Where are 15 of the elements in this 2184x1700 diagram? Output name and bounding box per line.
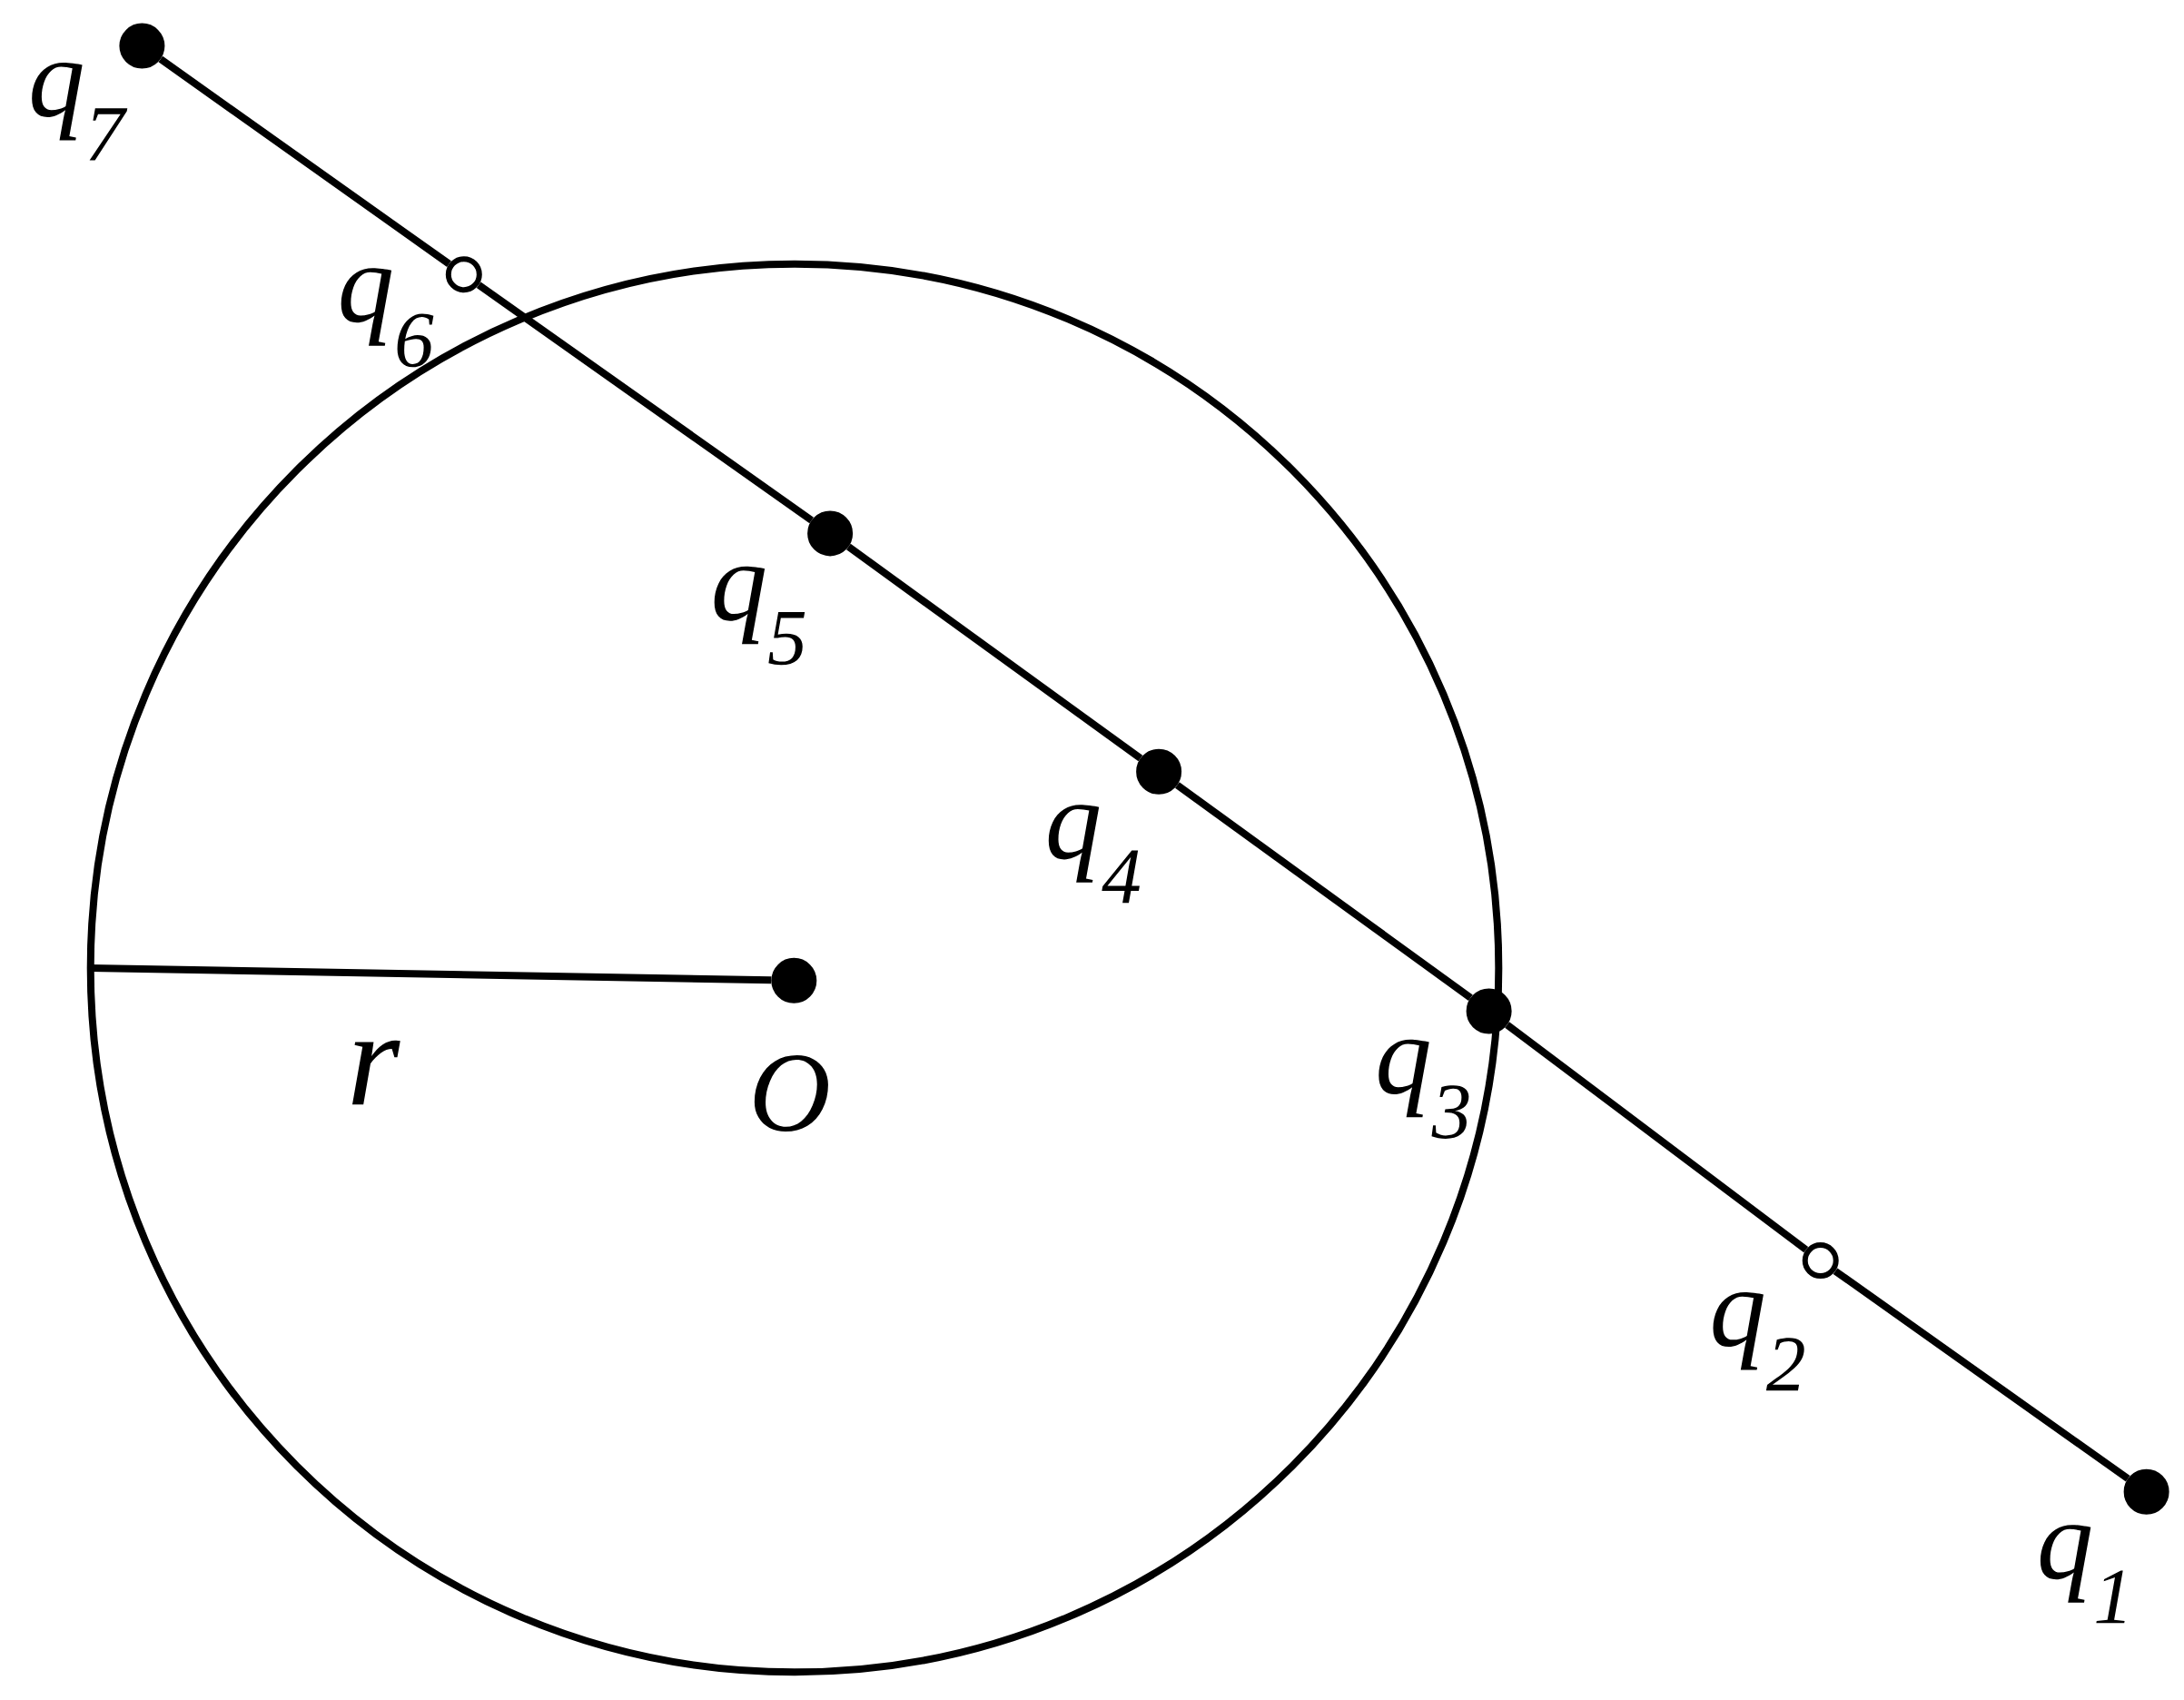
- point-label: q$_{6}$: [341, 268, 434, 368]
- point-label: O: [754, 1055, 828, 1132]
- connecting-line: [1505, 1022, 1809, 1253]
- point-label: q$_{3}$: [1379, 1039, 1469, 1139]
- point-label: q$_{2}$: [1713, 1292, 1804, 1391]
- point-label: q$_{7}$: [32, 62, 128, 161]
- point-label: q$_{4}$: [1048, 805, 1140, 904]
- point-label: q$_{1}$: [2040, 1525, 2125, 1624]
- point-label: q$_{5}$: [714, 566, 805, 666]
- connecting-line: [1175, 782, 1473, 1002]
- connecting-line: [1833, 1268, 2130, 1482]
- edge-label: r: [352, 1040, 400, 1105]
- connecting-line: [846, 543, 1143, 762]
- connecting-line: [158, 55, 451, 267]
- connecting-line: [476, 282, 814, 524]
